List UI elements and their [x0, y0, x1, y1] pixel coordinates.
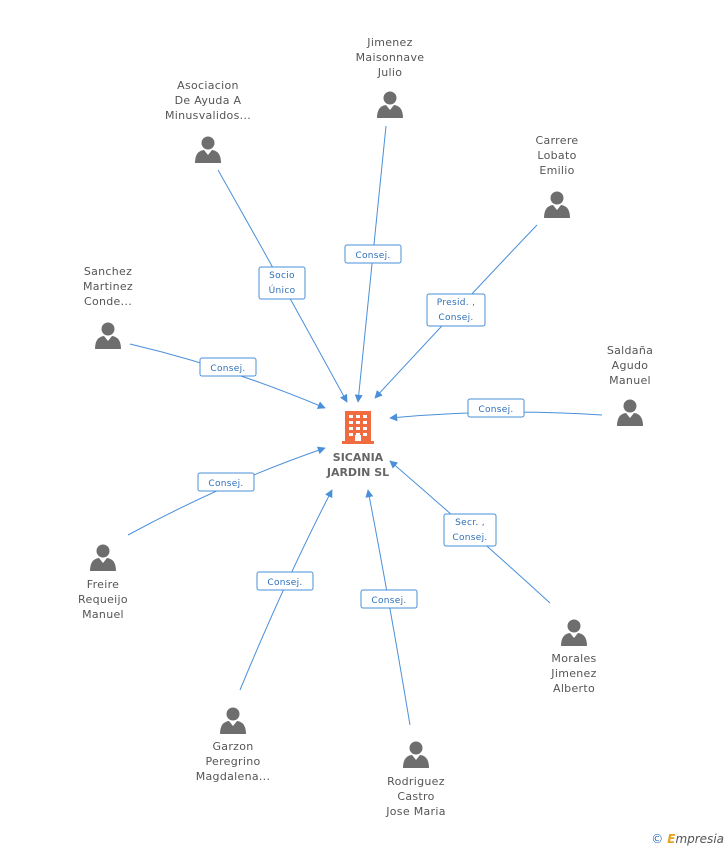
person-name[interactable]: Conde... — [84, 295, 132, 308]
role-badge[interactable]: Presid. , Consej. — [426, 293, 486, 327]
person-name[interactable]: Alberto — [553, 682, 595, 695]
person-name[interactable]: Saldaña — [607, 344, 653, 357]
person-name[interactable]: Castro — [397, 790, 434, 803]
role-badge[interactable]: Consej. — [344, 244, 402, 264]
person-icon[interactable] — [90, 544, 116, 572]
building-icon — [342, 411, 374, 444]
person-name[interactable]: Manuel — [609, 374, 651, 387]
company-name: SICANIA — [333, 451, 384, 464]
role-text: Consej. — [452, 533, 487, 543]
person-name[interactable]: Lobato — [537, 149, 576, 162]
role-text: Consej. — [438, 313, 473, 323]
person-name[interactable]: Martinez — [83, 280, 133, 293]
role-badge[interactable]: Consej. — [199, 357, 257, 377]
person-name[interactable]: Minusvalidos... — [165, 109, 251, 122]
role-text: Consej. — [210, 364, 245, 374]
person-name[interactable]: Jimenez — [550, 667, 596, 680]
role-text: Único — [269, 284, 296, 296]
person-icon[interactable] — [95, 322, 121, 350]
person-name[interactable]: Magdalena... — [196, 770, 271, 783]
role-text: Socio — [269, 271, 295, 281]
role-text: Consej. — [371, 596, 406, 606]
role-text: Consej. — [478, 405, 513, 415]
role-text: Consej. — [355, 251, 390, 261]
role-badge[interactable]: Secr. , Consej. — [443, 513, 497, 547]
person-name[interactable]: Emilio — [539, 164, 574, 177]
person-icon[interactable] — [195, 136, 221, 164]
node-garzon: Consej. GarzonPeregrinoMagdalena... — [196, 489, 333, 783]
brand-name: mpresia — [675, 832, 724, 846]
person-name[interactable]: Jose Maria — [385, 805, 446, 818]
person-name[interactable]: Manuel — [82, 608, 124, 621]
role-badge[interactable]: Consej. — [256, 571, 314, 591]
person-name[interactable]: Sanchez — [84, 265, 132, 278]
company-node[interactable]: SICANIA JARDIN SL — [326, 411, 389, 479]
person-name[interactable]: Maisonnave — [356, 51, 425, 64]
role-badge[interactable]: Consej. — [467, 398, 525, 418]
brand-logo-letter: E — [667, 832, 676, 846]
person-name[interactable]: Jimenez — [366, 36, 412, 49]
role-text: Consej. — [208, 479, 243, 489]
person-name[interactable]: Agudo — [612, 359, 649, 372]
person-icon[interactable] — [617, 399, 643, 427]
person-name[interactable]: Carrere — [536, 134, 579, 147]
person-icon[interactable] — [544, 191, 570, 219]
person-name[interactable]: Rodriguez — [387, 775, 445, 788]
copyright-symbol: © — [651, 832, 664, 846]
role-badge[interactable]: Consej. — [197, 472, 255, 492]
company-name: JARDIN SL — [326, 466, 389, 479]
role-text: Presid. , — [437, 298, 476, 308]
person-icon[interactable] — [377, 91, 403, 119]
person-name[interactable]: Freire — [87, 578, 119, 591]
role-text: Consej. — [267, 578, 302, 588]
person-name[interactable]: Garzon — [212, 740, 253, 753]
person-name[interactable]: Morales — [551, 652, 596, 665]
edge-jimenez — [354, 125, 387, 403]
person-icon[interactable] — [403, 741, 429, 769]
person-name[interactable]: Requeijo — [78, 593, 128, 606]
node-sanchez: Consej. SanchezMartinezConde... — [83, 265, 326, 409]
person-icon[interactable] — [220, 707, 246, 735]
person-name[interactable]: De Ayuda A — [175, 94, 242, 107]
brand-footer: ©Empresia — [651, 832, 724, 846]
role-badge[interactable]: Consej. — [360, 589, 418, 609]
person-name[interactable]: Asociacion — [177, 79, 239, 92]
person-name[interactable]: Peregrino — [205, 755, 260, 768]
person-icon[interactable] — [561, 619, 587, 647]
person-name[interactable]: Julio — [377, 66, 403, 79]
role-text: Secr. , — [455, 518, 485, 528]
